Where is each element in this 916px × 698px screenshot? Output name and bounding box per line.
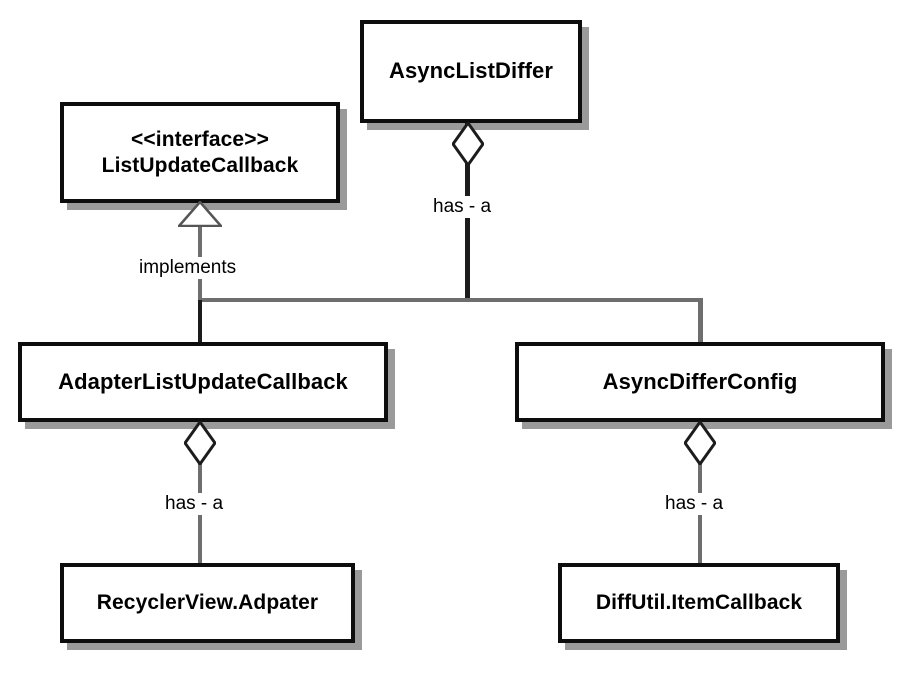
edge-label-has-a-config-diffutil: has - a bbox=[660, 493, 729, 515]
class-box-diffutil-itemcallback[interactable]: DiffUtil.ItemCallback bbox=[558, 563, 840, 643]
class-box-adapter-list-update-callback[interactable]: AdapterListUpdateCallback bbox=[18, 342, 388, 422]
class-label-async-differ-config: AsyncDifferConfig bbox=[602, 368, 798, 394]
class-box-async-list-differ[interactable]: AsyncListDiffer bbox=[360, 20, 582, 123]
class-label-list-update-callback: <<interface>> ListUpdateCallback bbox=[101, 127, 299, 177]
edge-branch-bus-horizontal bbox=[200, 298, 703, 302]
edge-branch-left-vertical bbox=[198, 298, 202, 344]
aggregation-diamond-icon-config bbox=[684, 421, 716, 465]
edge-label-has-a-adapter-recyclerview: has - a bbox=[160, 493, 229, 515]
class-box-list-update-callback[interactable]: <<interface>> ListUpdateCallback bbox=[60, 102, 340, 203]
generalization-triangle-icon bbox=[178, 201, 222, 227]
class-label-recyclerview-adapter: RecyclerView.Adpater bbox=[96, 591, 319, 615]
edge-branch-right-vertical bbox=[698, 298, 703, 344]
edge-label-has-a-asynclistdiffer: has - a bbox=[428, 196, 497, 218]
class-box-async-differ-config[interactable]: AsyncDifferConfig bbox=[515, 342, 885, 422]
class-label-diffutil-itemcallback: DiffUtil.ItemCallback bbox=[595, 591, 803, 615]
class-label-adapter-list-update-callback: AdapterListUpdateCallback bbox=[58, 368, 348, 394]
class-label-async-list-differ: AsyncListDiffer bbox=[388, 58, 554, 84]
class-box-recyclerview-adapter[interactable]: RecyclerView.Adpater bbox=[60, 563, 355, 643]
edge-label-implements: implements bbox=[134, 257, 242, 279]
aggregation-diamond-icon-asynclistdiffer bbox=[452, 122, 484, 166]
aggregation-diamond-icon-adapter bbox=[184, 421, 216, 465]
